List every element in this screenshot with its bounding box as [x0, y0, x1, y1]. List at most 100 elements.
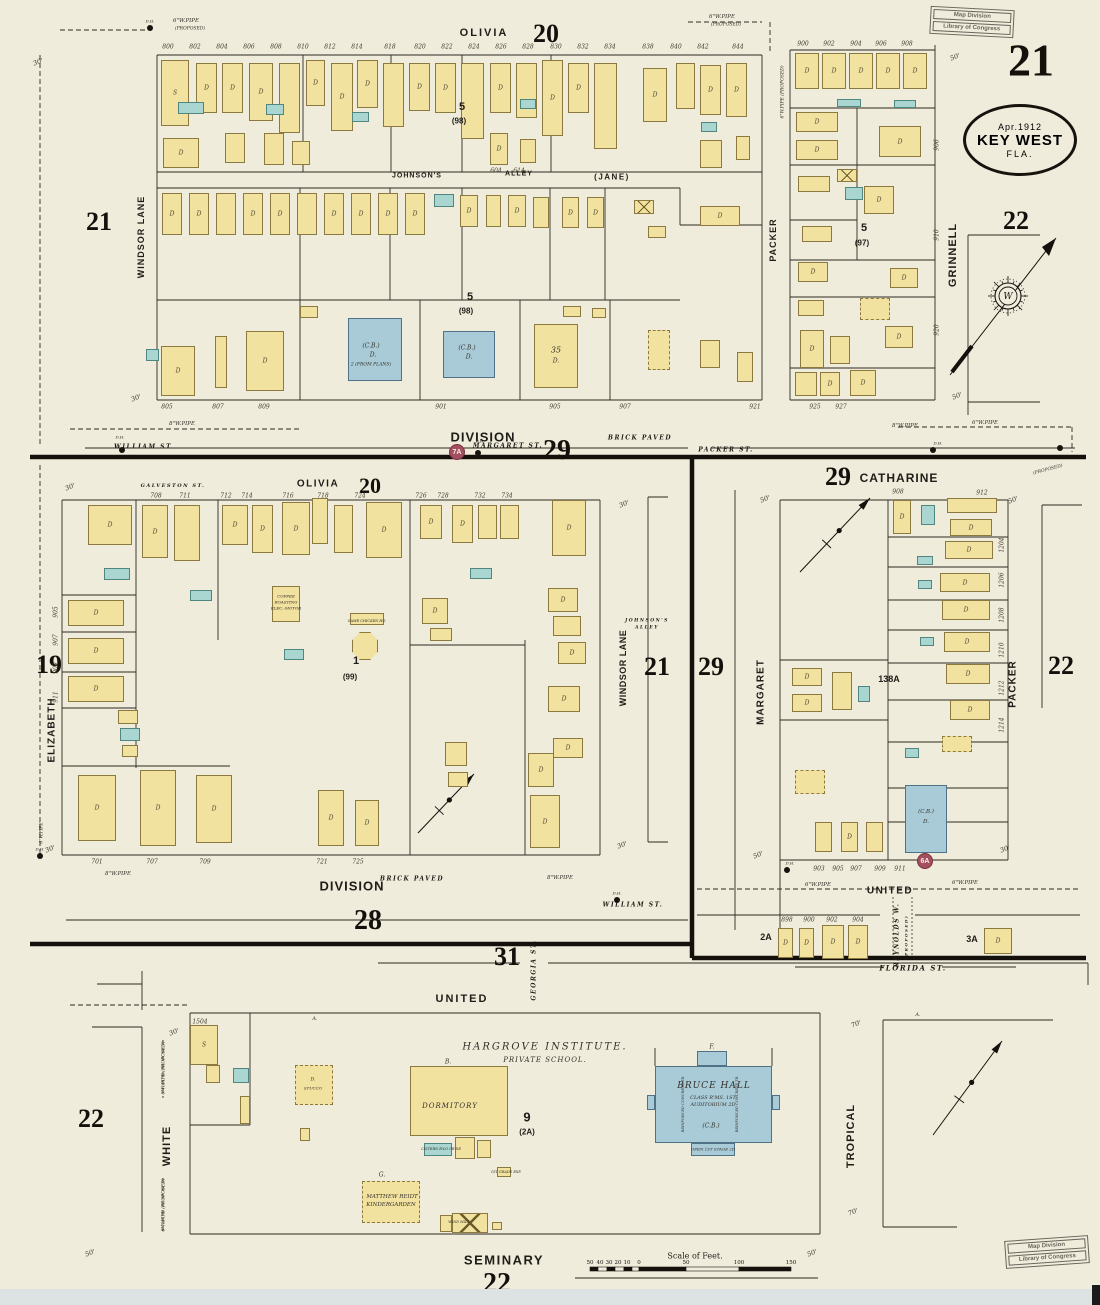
frame-building	[410, 1066, 508, 1136]
frame-building: D	[700, 206, 740, 226]
frame-building	[832, 672, 852, 710]
building-label: D	[155, 804, 161, 812]
frame-building: D	[252, 505, 273, 553]
frame-building: D	[568, 63, 589, 113]
sub-block-number: 9	[523, 1109, 531, 1125]
frame-building: D	[420, 505, 442, 539]
house-number: 907	[52, 634, 60, 646]
frame-building: D	[530, 795, 560, 848]
house-number: 604	[490, 167, 502, 175]
cistern-building	[104, 568, 130, 580]
building-label: D	[783, 939, 788, 947]
frame-building: D	[196, 63, 217, 113]
sub-block-number: 138A	[878, 674, 900, 684]
cistern-building	[352, 112, 369, 122]
house-number: 902	[826, 916, 838, 924]
annotation: ROASTING	[274, 599, 298, 605]
street-label: ELIZABETH	[46, 697, 58, 763]
frame-building: D	[331, 63, 353, 131]
water-pipe-label: 8"W.PIPE	[104, 871, 132, 877]
frame-building	[240, 1096, 250, 1124]
building-label: D	[443, 84, 448, 92]
building-label: D	[204, 84, 209, 92]
house-number: 805	[161, 403, 173, 411]
house-number: 732	[474, 492, 486, 500]
frame-building	[297, 193, 317, 235]
house-number: 1212	[998, 680, 1006, 696]
frame-building	[736, 136, 750, 160]
frame-building: D	[562, 197, 579, 228]
building-label: D	[365, 80, 370, 88]
annotation: 1ST GRADE EXP.	[490, 1170, 522, 1174]
double-hydrant-label: D.H.	[35, 846, 45, 852]
frame-building	[118, 710, 138, 724]
annotation: ELEC.-MOTOR	[270, 605, 302, 611]
frame-building: D	[984, 928, 1012, 954]
building-label: D	[293, 525, 299, 532]
annotation: MATTHEW REIDT	[366, 1194, 418, 1200]
frame-building	[448, 772, 468, 787]
house-number: 614	[513, 167, 525, 175]
frame-building	[795, 372, 817, 396]
building-label: D	[804, 67, 810, 75]
building-label: D	[466, 207, 472, 215]
cistern-building	[920, 637, 934, 646]
building-label: D	[417, 83, 422, 91]
frame-building: D	[435, 63, 456, 113]
frame-building: D	[841, 822, 858, 852]
frame-building: D	[820, 372, 840, 396]
house-number: 826	[495, 43, 507, 51]
annotation: (C.B.)	[918, 809, 934, 815]
annotation: REINFORCED CONCRETE TR.	[681, 1075, 685, 1133]
frame-building	[461, 63, 484, 139]
house-number: 800	[162, 43, 174, 51]
house-number: 709	[199, 858, 211, 866]
water-pipe-label: 8"W.PIPE	[891, 423, 919, 429]
double-hydrant-label: D.H.	[933, 440, 943, 446]
frame-building: D	[490, 63, 511, 113]
street-label: ALLEY	[505, 170, 533, 178]
building-label: D	[93, 647, 99, 655]
frame-building: D	[163, 138, 199, 168]
street-label: MARGARET ST.	[472, 442, 544, 450]
house-number: 726	[415, 492, 427, 500]
north-arrow	[932, 1040, 1003, 1136]
house-number: 904	[850, 40, 862, 48]
house-number: 906	[933, 139, 941, 151]
frame-building: D	[528, 753, 554, 787]
building-label: D	[339, 93, 345, 101]
annotation: COFFEE	[277, 593, 295, 599]
frame-building	[815, 822, 832, 852]
hydrant-dot-icon	[784, 867, 790, 873]
frame-building: D	[490, 133, 508, 165]
water-pipe-label: 6"W.PIPE	[708, 14, 736, 20]
frame-building: D	[848, 925, 868, 959]
frame-building: D	[796, 112, 838, 132]
house-number: 714	[241, 492, 253, 500]
house-number: 1204	[998, 537, 1006, 553]
block-number: 29	[543, 435, 571, 466]
house-number: 707	[146, 858, 158, 866]
concrete-building	[655, 1066, 772, 1143]
sub-block-number: (97)	[854, 238, 870, 248]
street-label: JOHNSON'S	[392, 172, 442, 180]
frame-building: D	[792, 668, 822, 686]
frame-building	[272, 586, 300, 622]
water-pipe-label: 6"W.PIPE	[804, 882, 832, 888]
scan-edge-mark	[1092, 1285, 1100, 1305]
water-pipe-label: 6"W.PIPE (PROPOSED)	[780, 65, 786, 119]
building-label: D	[569, 649, 575, 657]
sub-block-number: 5	[458, 101, 466, 113]
double-hydrant-label: D.H.	[145, 18, 155, 24]
frame-building	[206, 1065, 220, 1083]
building-label: D	[847, 833, 852, 841]
building-label: D	[331, 210, 337, 218]
frame-building	[594, 63, 617, 149]
title-oval: Apr.1912 Key West Fla.	[963, 104, 1077, 176]
street-label: PACKER	[768, 218, 778, 262]
frame-building: D	[799, 928, 814, 958]
frame-building	[215, 336, 227, 388]
annotation: CISTERN B'LO GR'DE	[421, 1147, 461, 1151]
frame-building: D	[879, 126, 921, 157]
